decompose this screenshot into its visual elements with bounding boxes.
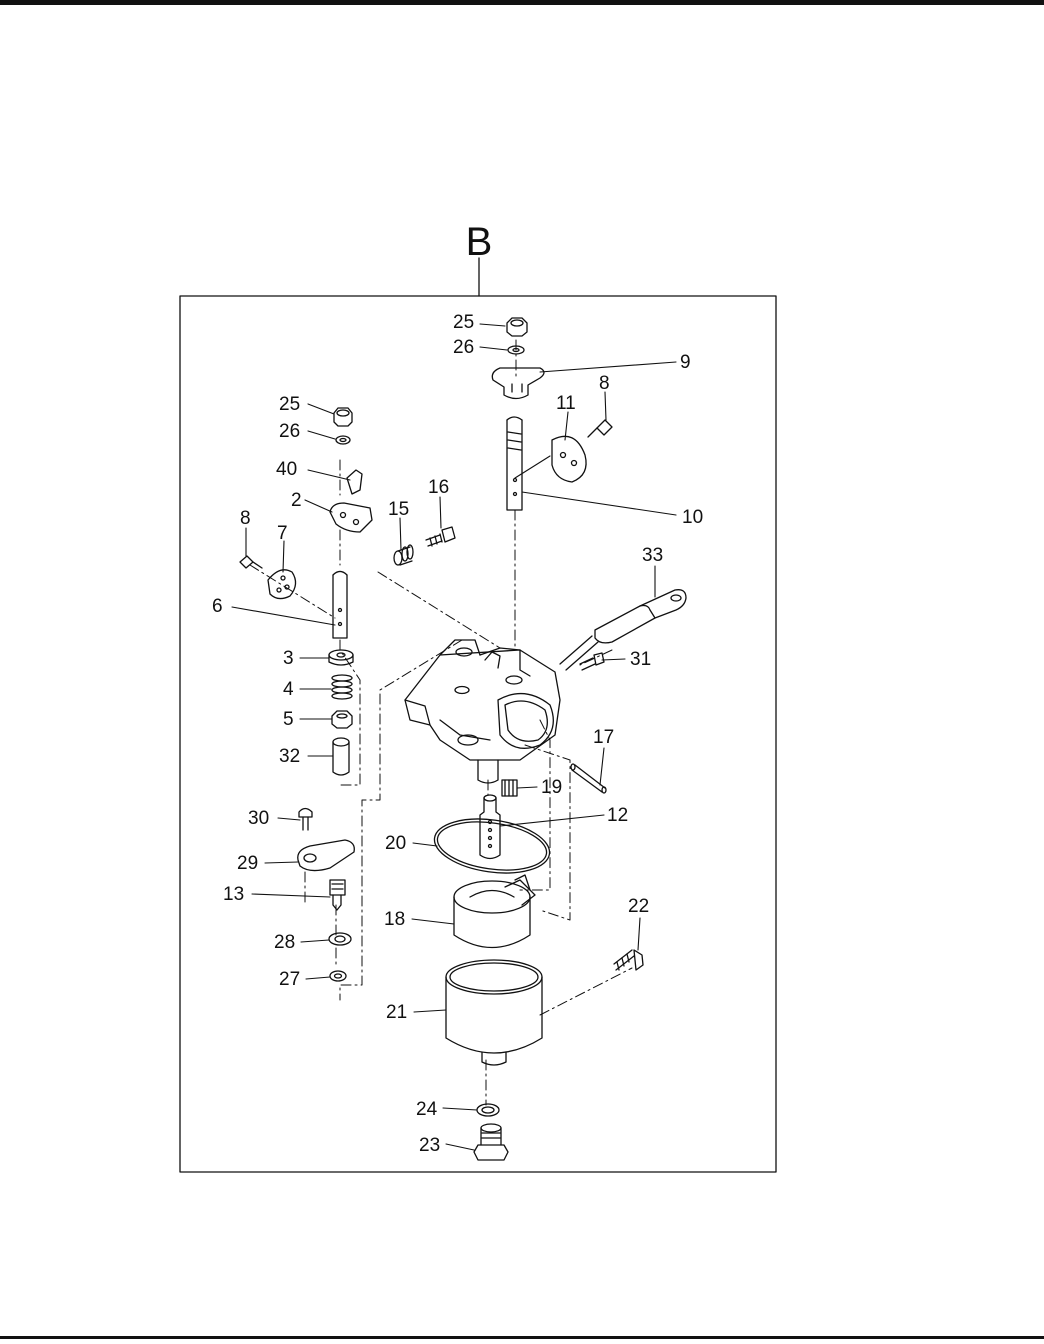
callout-15: 15: [388, 499, 409, 520]
callout-30: 30: [248, 808, 269, 829]
callout-16: 16: [428, 477, 449, 498]
choke-plate: [267, 569, 297, 600]
callout-3: 3: [283, 648, 294, 669]
throttle-shaft: [506, 416, 523, 511]
choke-shaft: [332, 570, 348, 639]
screw-30: [298, 807, 313, 831]
choke-washer: [335, 435, 351, 445]
callout-25-left: 25: [279, 394, 300, 415]
bowl-gasket-20: [433, 818, 551, 874]
jet-19: [501, 779, 518, 797]
callout-12: 12: [607, 805, 628, 826]
collar-32: [332, 737, 350, 776]
bushing-3: [328, 649, 354, 666]
drain-washer-24: [476, 1103, 500, 1117]
callout-2: 2: [291, 490, 302, 511]
top-rule: [0, 0, 1044, 5]
choke-nut: [333, 407, 353, 427]
spring-4: [331, 674, 353, 700]
oring-28: [328, 932, 352, 946]
float-bowl-21: [445, 959, 543, 1066]
callout-10: 10: [682, 507, 703, 528]
callout-33: 33: [642, 545, 663, 566]
callout-27: 27: [279, 969, 300, 990]
bottom-rule: [0, 1336, 1044, 1339]
idle-spring-15: [393, 544, 414, 566]
assembly-lines: [249, 339, 633, 1106]
screw-8-right: [587, 419, 613, 438]
callout-31: 31: [630, 649, 651, 670]
choke-bracket-40: [346, 469, 363, 495]
callout-8-left: 8: [240, 508, 251, 529]
idle-screw-16: [425, 526, 456, 547]
section-label: B: [465, 220, 493, 264]
callout-25-top: 25: [453, 312, 474, 333]
callout-4: 4: [283, 679, 294, 700]
callout-32: 32: [279, 746, 300, 767]
throttle-nut-top: [506, 317, 528, 337]
callout-19: 19: [541, 777, 562, 798]
callout-17: 17: [593, 727, 614, 748]
retainer-5: [331, 710, 353, 729]
drain-plug-23: [473, 1123, 509, 1161]
callout-20: 20: [385, 833, 406, 854]
callout-26-top: 26: [453, 337, 474, 358]
callout-26-left: 26: [279, 421, 300, 442]
leader-lines: [231, 323, 677, 1151]
carburetor-body: [404, 639, 561, 784]
callout-29: 29: [237, 853, 258, 874]
callout-24: 24: [416, 1099, 438, 1120]
callout-23: 23: [419, 1135, 440, 1156]
callout-7: 7: [277, 523, 288, 544]
diagram-frame: [179, 257, 777, 1173]
washer-top: [507, 345, 525, 355]
callout-22: 22: [628, 896, 649, 917]
callout-11: 11: [556, 393, 576, 414]
callout-18: 18: [384, 909, 405, 930]
pilot-screw-13: [329, 879, 346, 911]
callout-21: 21: [386, 1002, 407, 1023]
bowl-bolt-22: [613, 949, 644, 971]
screw-8-left: [239, 555, 263, 569]
throttle-plate: [551, 435, 587, 483]
fuel-tube-33: [559, 589, 687, 671]
callout-labels: 25 26 9 8 11 10 25 26 40 2 16 15 8 7 6 3…: [212, 312, 703, 1156]
retainer-plate-29: [297, 839, 355, 872]
callout-40: 40: [276, 459, 297, 480]
choke-lever: [329, 502, 373, 533]
emulsion-tube-12: [479, 794, 501, 860]
callout-6: 6: [212, 596, 223, 617]
callout-9: 9: [680, 352, 691, 373]
screw-31: [579, 652, 605, 671]
washer-27: [329, 970, 347, 982]
callout-13: 13: [223, 884, 244, 905]
throttle-lever: [491, 367, 545, 400]
callout-28: 28: [274, 932, 295, 953]
callout-5: 5: [283, 709, 294, 730]
float-18: [453, 874, 536, 949]
callout-8-right: 8: [599, 373, 610, 394]
